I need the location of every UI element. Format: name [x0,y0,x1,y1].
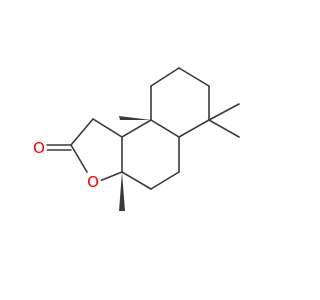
methyl-bond [208,119,240,138]
cyclohexane-ring-middle [121,119,180,190]
wedge-bond-methyl-lower [119,172,125,211]
carbonyl-double-bond [46,144,72,151]
bond [92,118,123,138]
carbonyl-oxygen-label: O [33,139,45,157]
ring-oxygen-background [85,174,101,190]
bond [121,119,152,138]
carbonyl-oxygen-atom: O [31,139,47,157]
gem-dimethyl-group [208,103,240,138]
cyclohexane-ring [150,67,210,138]
bond [150,119,180,138]
molecule-structure-diagram: O O [31,67,240,211]
ring-oxygen-label: O [87,173,99,191]
bond [96,171,123,183]
lactone-ring [70,118,123,183]
bond [150,171,180,190]
bond [178,119,210,138]
bond [178,67,210,87]
methyl-bond [208,103,240,121]
carbonyl-oxygen-background [31,140,47,156]
bond [70,118,94,146]
bond [121,171,152,190]
bond [150,67,180,87]
bond [70,144,88,173]
wedge-bond-methyl-upper [119,116,151,120]
ring-oxygen-atom: O [85,173,101,191]
